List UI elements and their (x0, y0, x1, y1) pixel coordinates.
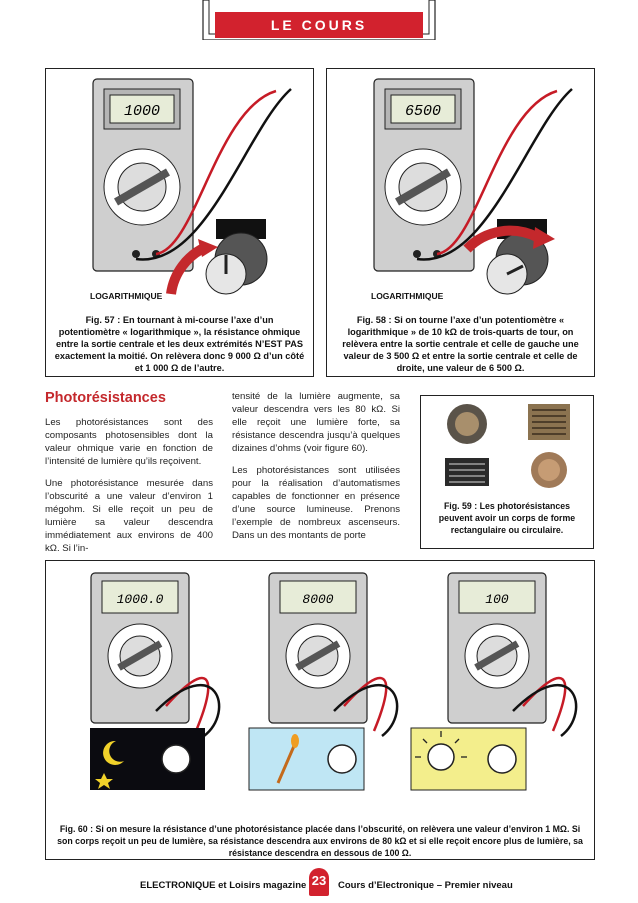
fig58-illustration: 6500 (373, 78, 573, 295)
figure-58: 6500 LOGARITHMIQUE Fig. 58 : Si on tourn… (326, 68, 595, 377)
section-banner-title: LE COURS (215, 12, 423, 38)
footer-page-number: 23 (309, 868, 329, 896)
fig59-caption: Fig. 59 : Les photorésistances peuvent a… (438, 501, 576, 535)
figure-57: 1000 LOGARITHMIQUE Fig. 57 : En tournant… (45, 68, 314, 377)
fig60-caption: Fig. 60 : Si on mesure la résistance d’u… (57, 824, 583, 858)
fig60-display-bright: 100 (485, 592, 509, 607)
section-title: Photorésistances (45, 390, 166, 406)
fig58-display-text: 6500 (405, 103, 441, 120)
figure-60: 1000.0 8000 100 Fig. 60 : Si on mesur (45, 560, 595, 860)
fig57-pot-label: LOGARITHMIQUE (90, 291, 163, 301)
fig57-display-text: 1000 (124, 103, 160, 120)
paragraph: tensité de la lumière augmente, sa valeu… (232, 391, 400, 454)
figure-59: Fig. 59 : Les photorésistances peuvent a… (420, 395, 594, 549)
fig58-pot-label: LOGARITHMIQUE (371, 291, 444, 301)
fig60-illustration: 1000.0 8000 100 (90, 572, 578, 791)
fig59-photos (445, 404, 570, 488)
fig60-display-dim: 8000 (302, 592, 333, 607)
paragraph: Les photorésistances sont utilisées pour… (232, 465, 400, 541)
fig57-illustration: 1000 (92, 78, 292, 295)
paragraph: Les photorésistances sont des composants… (45, 417, 213, 467)
fig58-caption: Fig. 58 : Si on tourne l’axe d’un potent… (342, 315, 579, 373)
header-banner: LE COURS (0, 0, 638, 40)
footer-magazine: ELECTRONIQUE et Loisirs magazine (140, 880, 307, 891)
text-column-1: Les photorésistances sont des composants… (45, 416, 213, 564)
paragraph: Une photorésistance mesurée dans l’obscu… (45, 478, 213, 554)
fig57-caption: Fig. 57 : En tournant à mi-course l’axe … (54, 315, 305, 373)
fig60-display-dark: 1000.0 (117, 592, 164, 607)
text-column-2: tensité de la lumière augmente, sa valeu… (232, 390, 400, 551)
footer-course: Cours d’Electronique – Premier niveau (338, 880, 513, 891)
